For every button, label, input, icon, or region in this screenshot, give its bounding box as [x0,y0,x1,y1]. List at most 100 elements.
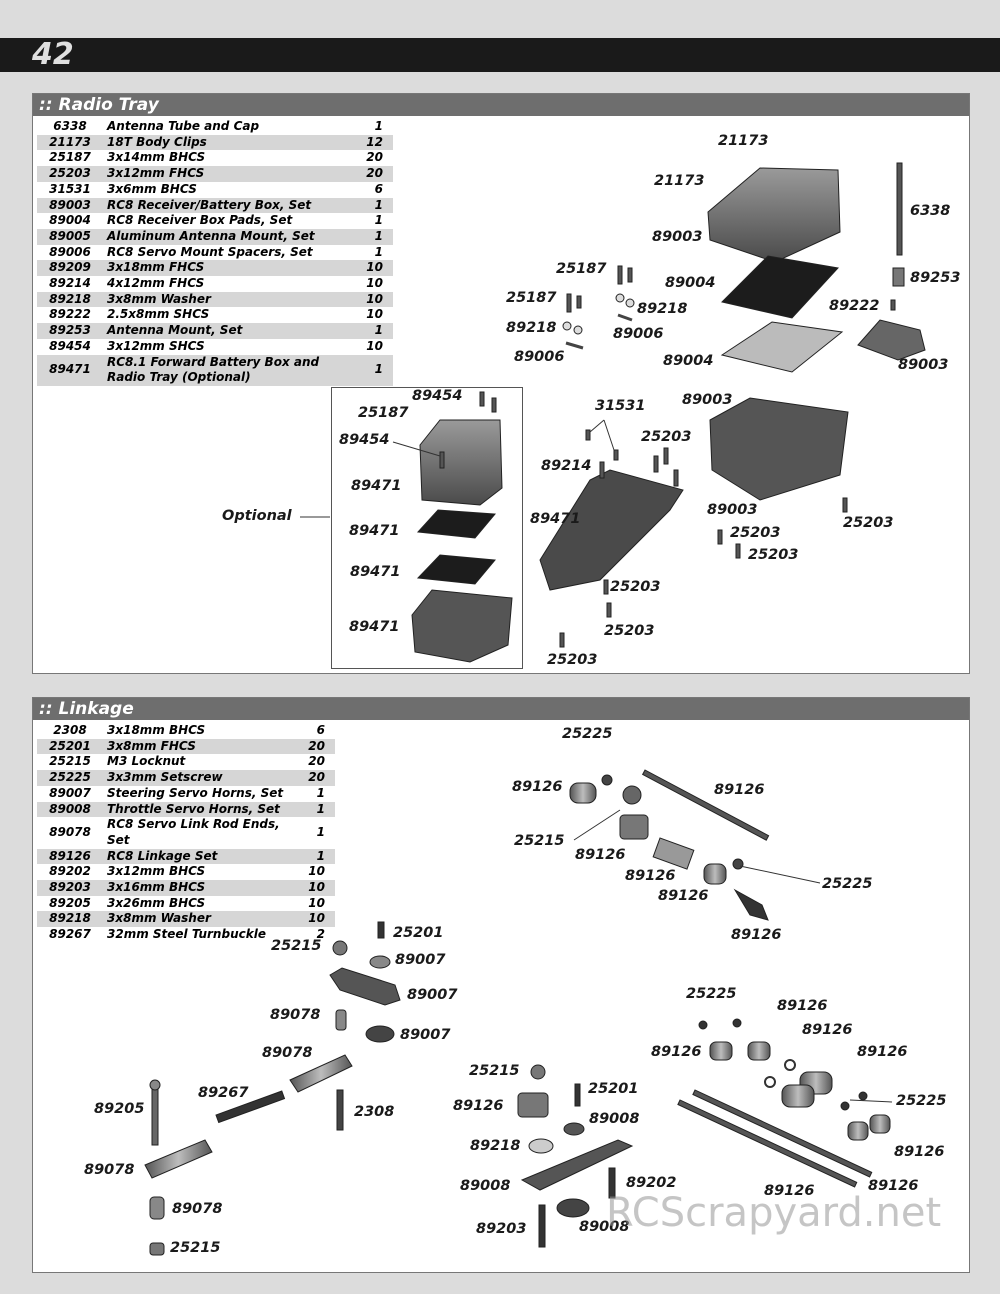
part-desc: Steering Servo Horns, Set [107,785,284,800]
radio-tray-header: :: Radio Tray [33,94,969,116]
callout: 21173 [718,133,769,149]
callout: 89218 [637,301,688,317]
part-num: 89126 [37,848,103,865]
linkage-rod-long [641,769,770,841]
callout: 89205 [94,1101,145,1117]
part-num: 89008 [37,801,103,818]
part-num: 89218 [37,291,103,308]
part-qty: 10 [308,864,325,879]
callout: 89454 [339,432,390,448]
callout: 89008 [589,1111,640,1127]
callout: 25203 [604,623,655,639]
callout: 89003 [652,229,703,245]
part-qty: 1 [374,213,383,228]
callout: 21173 [654,173,705,189]
part-num: 25201 [37,738,103,755]
callout: 25203 [748,547,799,563]
part-qty: 20 [304,738,335,755]
part-num: 89267 [49,927,91,942]
part-qty: 1 [374,244,383,259]
part-num: 89203 [37,880,103,896]
part-desc: Antenna Tube and Cap [107,119,260,133]
part-num: 89078 [49,825,91,840]
part-qty: 1 [374,119,383,133]
callout: 25225 [822,876,873,892]
callout: 25187 [506,290,557,306]
part-desc: 3x18mm BHCS [107,723,206,737]
part-desc: Antenna Mount, Set [103,323,363,339]
radio-tray-plate [539,469,684,591]
callout: 89222 [829,298,880,314]
callout: 25215 [170,1240,221,1256]
part-qty: 1 [316,825,325,840]
part-qty: 2 [316,927,325,942]
receiver-box-lid [707,167,841,263]
part-num: 6338 [53,119,87,133]
callout: 25203 [610,579,661,595]
callout: 89008 [579,1219,630,1235]
callout: 89126 [453,1098,504,1114]
watermark: RCScrapyard.net [606,1190,942,1236]
part-qty: 10 [362,260,393,277]
throttle-servo-horn [520,1139,634,1191]
callout: 89003 [707,502,758,518]
callout: 89471 [349,619,400,635]
part-num: 2308 [53,723,87,737]
callout: 89003 [682,392,733,408]
part-qty: 6 [316,723,325,737]
callout: 89218 [470,1138,521,1154]
callout: 25187 [556,261,607,277]
part-num: 89004 [49,213,91,228]
callout: 89007 [407,987,458,1003]
callout: 25225 [896,1093,947,1109]
receiver-battery-box [709,397,849,501]
part-qty: 20 [304,770,335,786]
callout: 89202 [626,1175,677,1191]
part-desc: 18T Body Clips [103,134,363,151]
callout: 89006 [514,349,565,365]
steering-servo-horn [329,967,401,1006]
callout: 89078 [84,1162,135,1178]
part-desc: 3x12mm FHCS [103,166,363,182]
part-desc: 3x18mm FHCS [103,260,363,277]
callout: 89126 [857,1044,908,1060]
antenna-tube [896,162,903,256]
optional-box-top [419,419,503,506]
part-qty: 10 [366,307,383,322]
linkage-header: :: Linkage [33,698,969,720]
turnbuckle [215,1090,286,1124]
rod-end-lower [144,1139,213,1179]
callout: 25225 [562,726,613,742]
page-header-bar [0,38,1000,72]
callout: 2308 [354,1104,395,1120]
callout: 89454 [412,388,463,404]
part-desc: RC8.1 Forward Battery Box and Radio Tray… [103,354,363,386]
part-desc: RC8 Servo Link Rod Ends, Set [107,817,280,847]
part-num: 25187 [49,150,91,165]
callout: 89203 [476,1221,527,1237]
part-num: 25203 [37,166,103,182]
part-num: 89454 [49,338,91,353]
part-qty: 1 [304,801,335,818]
antenna-mount-bracket [857,319,926,361]
callout: 31531 [595,398,646,414]
callout: 89126 [764,1183,815,1199]
optional-box-bottom [411,589,513,663]
optional-pad-2 [416,554,496,585]
part-desc: 3x6mm BHCS [107,181,197,196]
